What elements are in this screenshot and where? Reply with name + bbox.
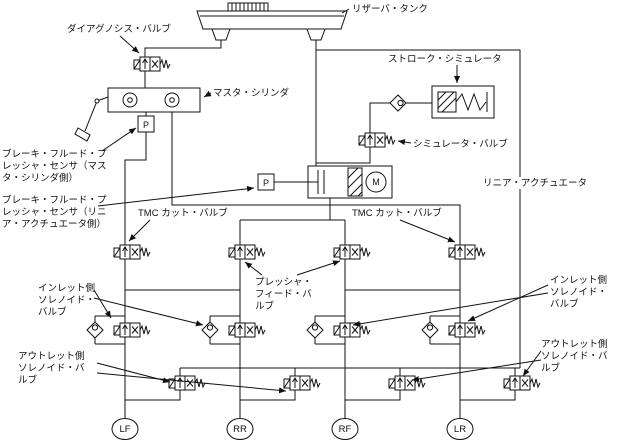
label-reservoir-tank: リザーバ・タンク — [352, 4, 428, 15]
inlet-solenoid-valve-rr — [228, 322, 266, 338]
label-pressure-feed-2: フィード・バ — [255, 289, 312, 300]
label-sensor-master-3: タ・シリンダ側） — [2, 172, 78, 184]
motor-icon — [365, 171, 387, 193]
wheel-label-rr: RR — [233, 424, 247, 435]
label-outlet-left-1: アウトレット側 — [18, 350, 85, 362]
label-sensor-linear-3: ア・アクチュエータ側） — [2, 218, 106, 230]
label-outlet-right-1: アウトレット側 — [541, 338, 608, 350]
label-inlet-right-1: インレット側 — [550, 274, 607, 286]
label-tmc-cut-valve-left: TMC カット・バルブ — [138, 207, 228, 219]
leader-tmc-left — [128, 219, 151, 242]
brake-pedal — [74, 96, 109, 142]
motor-symbol: M — [372, 177, 380, 187]
label-linear-actuator: リニア・アクチュエータ — [483, 178, 587, 189]
inlet-check-valve-rr — [201, 321, 219, 339]
inlet-check-valve-rf — [306, 321, 324, 339]
label-master-cylinder: マスタ・シリンダ — [213, 87, 290, 99]
inlet-check-valve-lf — [86, 321, 104, 339]
label-outlet-left-3: ルブ — [18, 374, 38, 386]
outlet-solenoid-valve-lr — [503, 375, 541, 391]
label-sensor-linear-1: ブレーキ・フルード・プ — [2, 194, 107, 206]
leader-pressure-feed-2 — [296, 260, 341, 276]
leader-outlet-left-2 — [96, 372, 287, 394]
label-bg — [480, 177, 586, 189]
label-inlet-right-3: バルブ — [550, 298, 579, 310]
leader-lines — [93, 8, 549, 394]
pressure-feed-valve-2 — [333, 244, 371, 260]
wheel-lr — [446, 418, 474, 440]
label-outlet-left-2: ソレノイド・バ — [18, 363, 85, 374]
simulator-valve — [358, 132, 396, 148]
inlet-solenoid-valve-lr — [448, 322, 486, 338]
simulator-check-valve — [389, 94, 407, 112]
outlet-solenoid-valve-rr — [283, 375, 321, 391]
pressure-feed-valve-1 — [228, 244, 266, 260]
diagnosis-valve — [133, 56, 171, 72]
leader-simulator-valve — [397, 139, 412, 146]
reservoir-tank — [196, 2, 348, 41]
label-inlet-right-2: ソレノイド・ — [550, 287, 607, 298]
label-outlet-right-3: ルブ — [541, 362, 561, 374]
components — [74, 2, 541, 440]
leader-tmc-right — [399, 219, 456, 243]
wheel-label-rf: RF — [339, 424, 352, 435]
pressure-sensor-master — [137, 115, 155, 133]
label-sensor-master-1: ブレーキ・フルード・プ — [2, 148, 107, 160]
leader-inlet-left-2 — [93, 297, 204, 327]
linear-actuator — [307, 165, 393, 199]
inlet-solenoid-valve-lf — [113, 322, 151, 338]
leader-pressure-feed-1 — [244, 261, 263, 276]
label-inlet-left-1: インレット側 — [38, 282, 95, 294]
stroke-simulator — [431, 85, 495, 119]
inlet-check-valve-lr — [421, 321, 439, 339]
label-tmc-cut-valve-right: TMC カット・バルブ — [352, 207, 442, 219]
leader-outlet-right-2 — [411, 359, 542, 382]
label-pressure-feed-1: プレッシャ・ — [255, 277, 312, 288]
pressure-symbol-master: P — [143, 120, 149, 130]
label-sensor-linear-2: レッシャ・センサ（リニ — [2, 206, 107, 218]
label-diagnosis-valve: ダイアグノシス・バルブ — [67, 23, 171, 35]
tmc-cut-valve-right — [448, 244, 486, 260]
wheel-lf — [111, 418, 139, 440]
leader-diagnosis-valve — [119, 35, 140, 54]
wheel-label-lf: LF — [119, 424, 130, 435]
return-circuit-pipes — [125, 367, 520, 401]
label-pressure-feed-3: ルブ — [255, 300, 275, 312]
tmc-cut-valve-left — [113, 244, 151, 260]
wheel-label-lr: LR — [454, 424, 466, 435]
leader-reservoir — [341, 8, 350, 14]
leader-outlet-right-1 — [522, 350, 542, 377]
leader-inlet-right-2 — [352, 292, 549, 327]
label-inlet-left-2: ソレノイド・ — [38, 295, 95, 306]
label-outlet-right-2: ソレノイド・バ — [541, 351, 608, 362]
label-sensor-master-2: レッシャ・センサ（マス — [2, 160, 107, 172]
leader-sensor-linear — [97, 185, 255, 207]
pressure-symbol-linear: P — [263, 178, 269, 188]
leader-master-cylinder — [203, 90, 212, 98]
supply-pipes — [124, 40, 521, 368]
label-simulator-valve: シミュレータ・バルブ — [413, 138, 508, 150]
outlet-solenoid-valve-rf — [388, 375, 426, 391]
pipe-network — [94, 40, 521, 418]
label-stroke-simulator: ストローク・シミュレータ — [388, 54, 502, 65]
leader-inlet-left-1 — [93, 289, 112, 319]
master-cylinder — [107, 87, 201, 113]
inlet-solenoid-valve-rf — [333, 322, 371, 338]
wheel-rr — [226, 418, 254, 440]
labels: リザーバ・タンク ダイアグノシス・バルブ マスタ・シリンダ ストローク・シミュレ… — [2, 4, 608, 435]
leader-sensor-master — [101, 127, 137, 152]
pressure-sensor-linear — [257, 173, 275, 191]
leader-inlet-right-1 — [467, 284, 549, 322]
label-inlet-left-3: バルブ — [38, 306, 67, 318]
wheel-rf — [331, 418, 359, 440]
